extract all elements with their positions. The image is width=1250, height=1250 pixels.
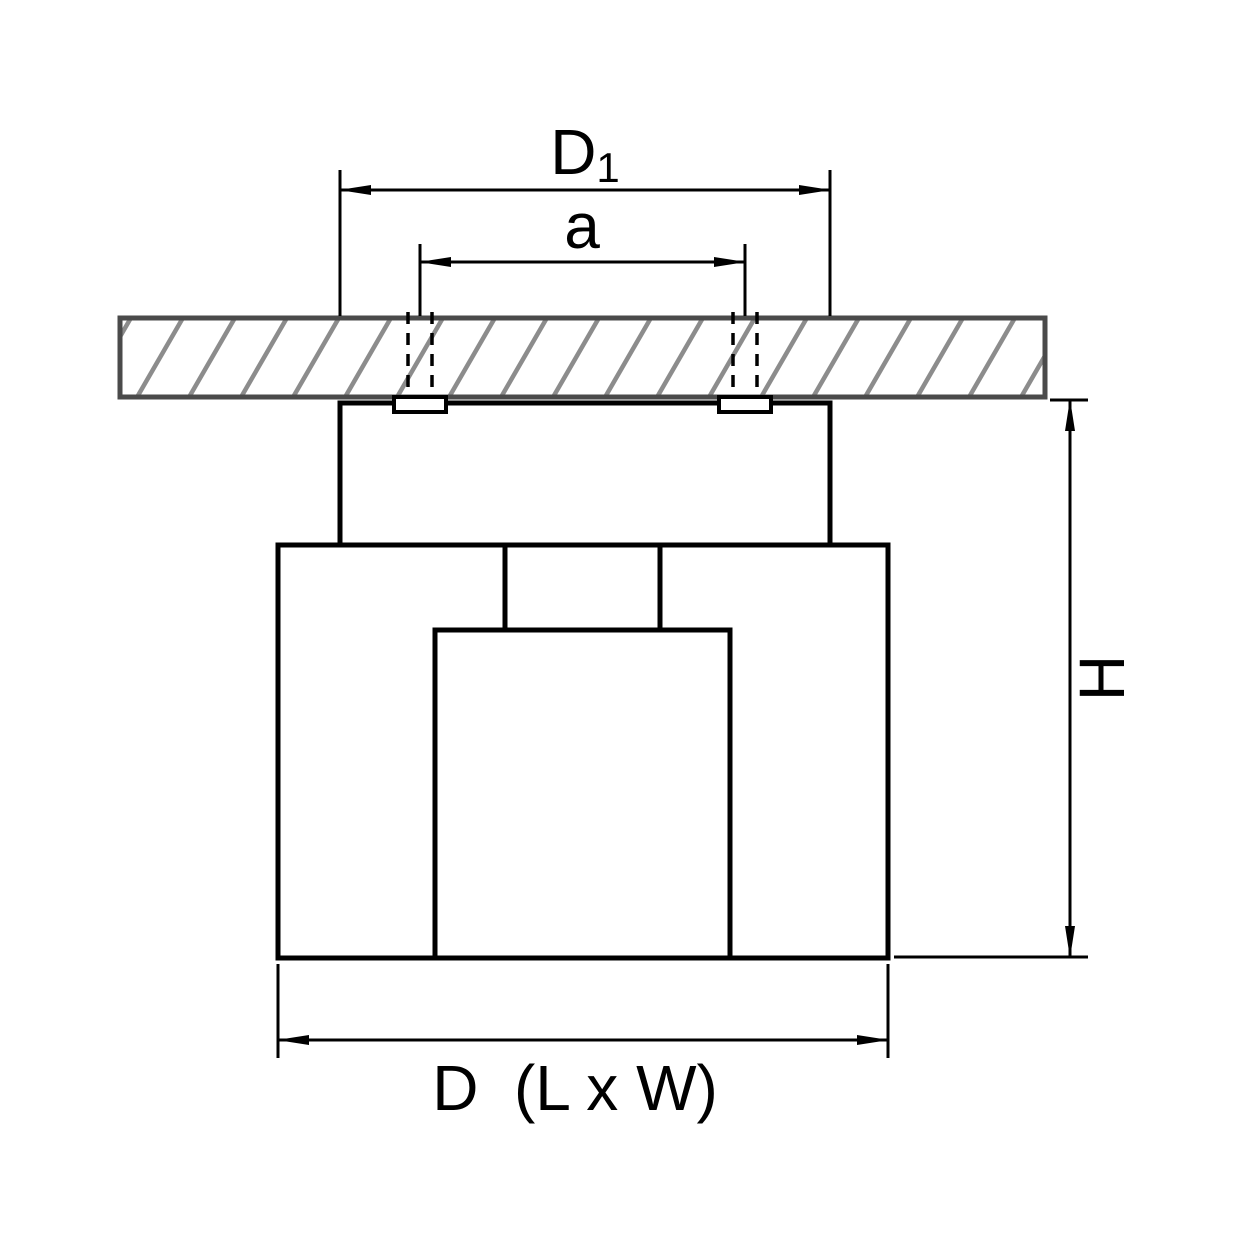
fixture-body xyxy=(275,395,891,961)
dimension-a: a xyxy=(418,190,747,316)
mounting-clip-left xyxy=(392,395,448,414)
dimension-label-d: D (L x W) xyxy=(432,1052,718,1124)
dimension-label-d1: D1 xyxy=(550,116,620,191)
dimension-d: D (L x W) xyxy=(276,964,890,1124)
mounting-clip-right xyxy=(717,395,773,414)
dimension-label-a: a xyxy=(564,190,600,262)
dimension-h: H xyxy=(894,398,1138,959)
dimension-d1: D1 xyxy=(338,116,832,316)
upper-housing xyxy=(337,400,833,548)
dimension-label-h: H xyxy=(1066,655,1138,701)
ceiling-section xyxy=(117,315,1048,400)
ceiling-hatch xyxy=(120,318,1045,397)
ceiling-slab-border xyxy=(117,315,1048,400)
mounting-clip-hidden-edges xyxy=(406,312,759,403)
inner-lamp-body xyxy=(432,627,733,961)
